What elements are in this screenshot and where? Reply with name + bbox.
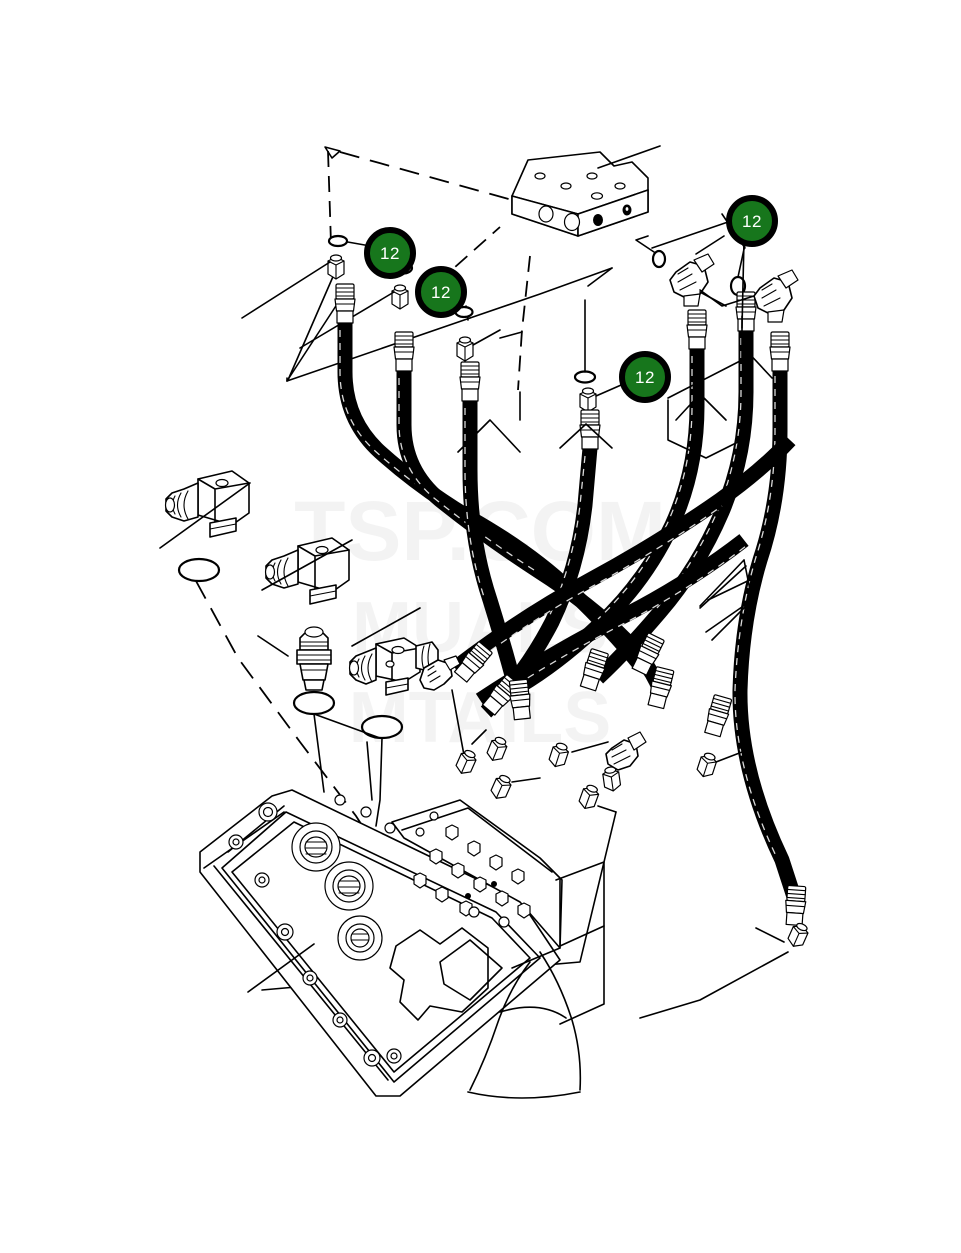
callout-badge-12-d[interactable]: 12 <box>619 351 671 403</box>
elbow-fitting-manifold-a <box>669 253 715 307</box>
o-ring-left <box>177 557 221 583</box>
elbow-fitting-upper-left <box>164 470 250 538</box>
bolt-head-cluster <box>413 811 531 928</box>
straight-fitting-center <box>296 626 332 691</box>
leader-lines-left-column <box>159 482 467 873</box>
tee-fitting-lower <box>348 637 439 696</box>
o-ring-mid <box>292 690 336 716</box>
elbow-fitting-mid-right <box>605 731 647 771</box>
hidden-edge-lines-center <box>457 255 773 629</box>
o-ring-right <box>360 714 404 740</box>
callout-label: 12 <box>635 367 655 387</box>
callout-badge-12-b[interactable]: 12 <box>415 266 467 318</box>
transmission-control-valve-body <box>199 789 605 1099</box>
elbow-fitting-small-right <box>419 655 461 691</box>
o-ring-center <box>573 299 597 384</box>
hydraulic-manifold-block <box>511 145 661 237</box>
callout-label: 12 <box>431 282 451 302</box>
o-ring-upper-left <box>327 234 349 248</box>
o-ring-manifold-right <box>635 235 667 269</box>
callout-label: 12 <box>380 243 400 263</box>
callout-label: 12 <box>742 211 762 231</box>
leader-lines-right <box>651 213 753 641</box>
callout-badge-12-a[interactable]: 12 <box>364 227 416 279</box>
callout-badge-12-c[interactable]: 12 <box>726 195 778 247</box>
